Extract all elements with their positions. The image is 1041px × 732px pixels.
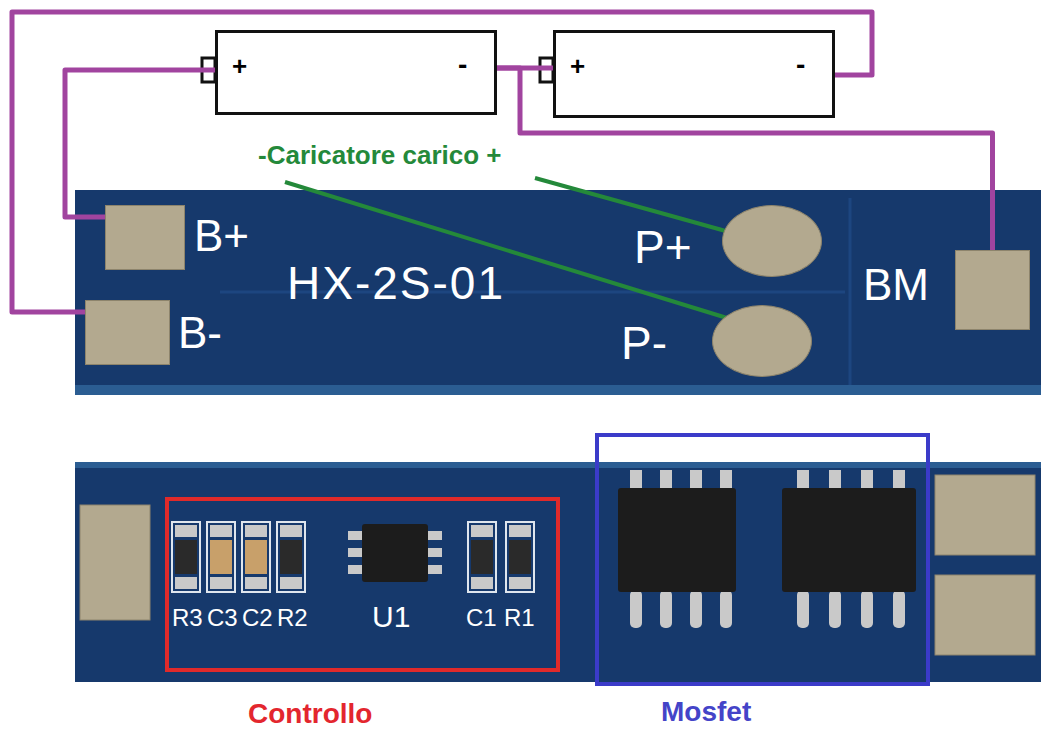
node-text: BM: [863, 263, 929, 307]
node-text: +: [570, 53, 585, 79]
part-name: R3: [172, 606, 203, 630]
solder-pad: P-: [712, 305, 812, 377]
smd-resistor: [277, 522, 305, 592]
pcb-top: [75, 190, 1041, 395]
node-text: Mosfet: [661, 698, 751, 726]
node-text: +: [232, 53, 247, 79]
node-text: P+: [634, 224, 692, 270]
wire: [65, 70, 215, 217]
mosfet-chip: [782, 470, 916, 628]
solder-pad: [935, 575, 1035, 655]
pcb-edge: [75, 385, 1041, 395]
part-name: R2: [277, 606, 308, 630]
control-ic: [348, 524, 442, 582]
solder-pad: [80, 505, 150, 620]
wire: [12, 12, 872, 312]
leader-line: [285, 182, 727, 318]
group-box: Controllo: [165, 497, 560, 672]
node-text: -: [796, 51, 805, 79]
part-name: C3: [207, 606, 238, 630]
solder-pad: BM: [955, 250, 1030, 330]
solder-pad: P+: [722, 205, 822, 277]
pcb-trace: [849, 198, 852, 385]
smd-capacitor: [207, 522, 235, 592]
charger-note: -Caricatore carico +: [258, 142, 502, 168]
solder-pad: B-: [85, 300, 170, 365]
solder-pad: [935, 475, 1035, 555]
part-name: C2: [242, 606, 273, 630]
group-box: Mosfet: [595, 433, 930, 686]
smd-resistor: [506, 522, 534, 592]
node-text: HX-2S-01: [287, 260, 505, 306]
node-text: Controllo: [248, 700, 372, 728]
part-name: R1: [504, 606, 535, 630]
mosfet-chip: [618, 470, 736, 628]
part-name: U1: [372, 602, 410, 632]
solder-pad: B+: [105, 205, 185, 270]
part-name: C1: [466, 606, 497, 630]
pcb-bottom: [75, 462, 1041, 682]
bms-board: HX-2S-01 B+ B- P+ P- BM: [75, 190, 1041, 395]
pcb-edge: [75, 462, 1041, 468]
smd-capacitor: [468, 522, 496, 592]
battery-cell: +-: [215, 30, 497, 115]
node-text: P-: [621, 320, 667, 366]
smd-resistor: [172, 522, 200, 592]
node-text: B+: [194, 214, 249, 258]
battery-cell: +-: [553, 30, 835, 118]
node-text: B-: [178, 311, 222, 355]
node-text: -: [458, 51, 467, 79]
smd-capacitor: [242, 522, 270, 592]
